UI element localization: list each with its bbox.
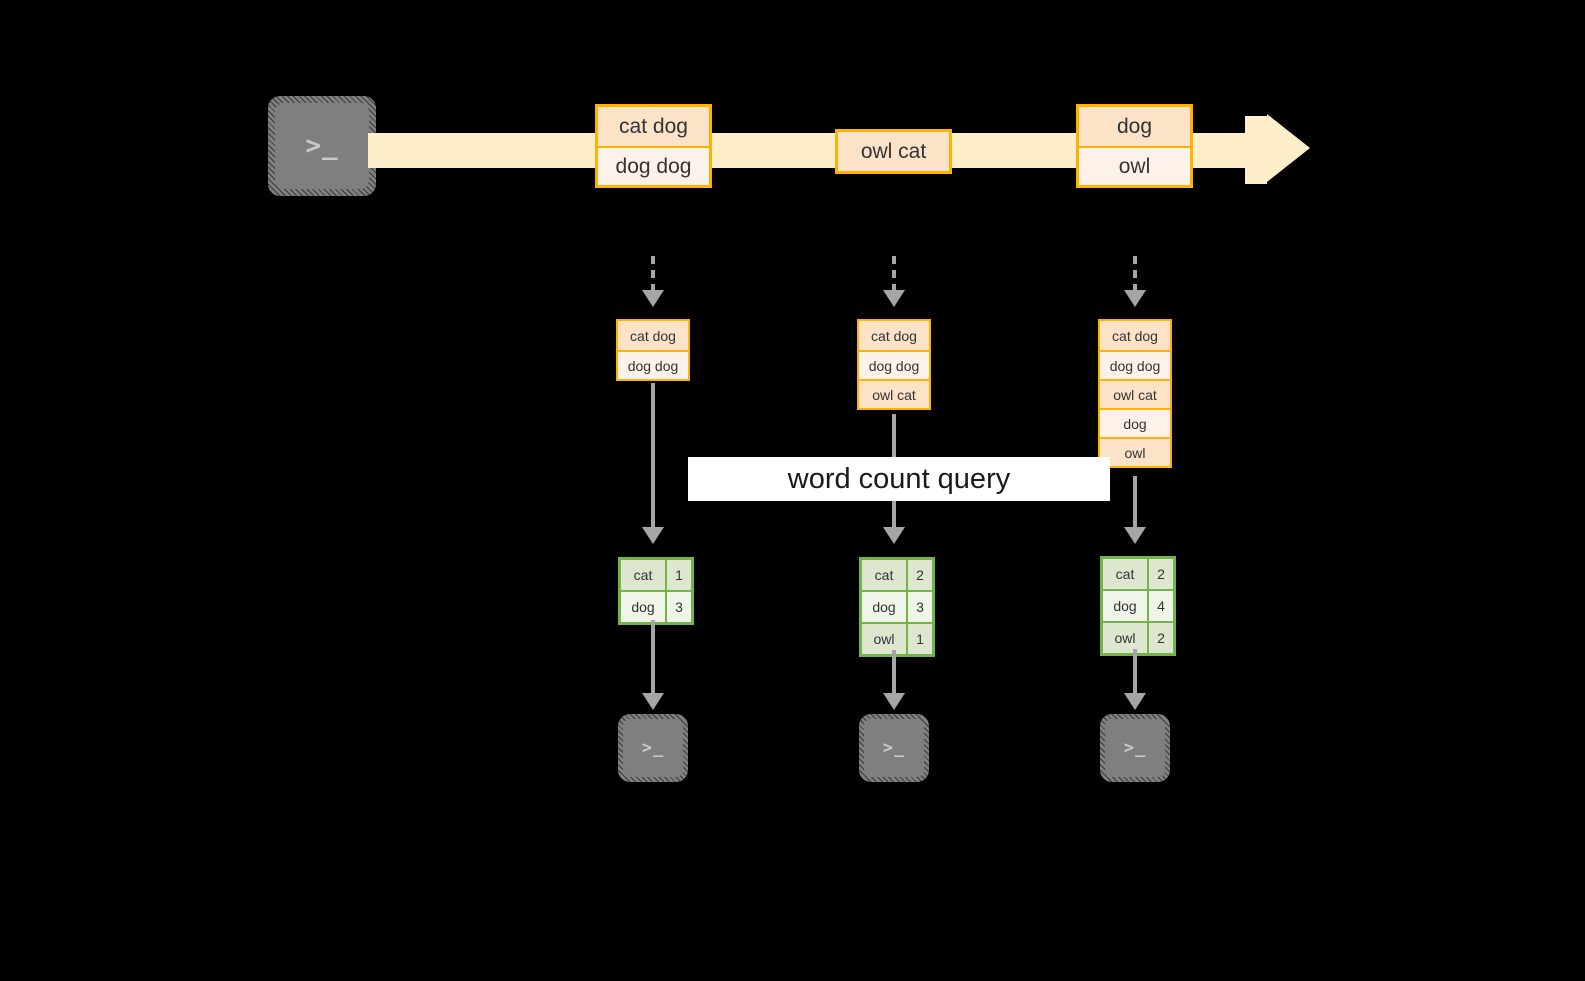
result-count: 2 bbox=[1147, 623, 1173, 653]
sink-terminal-prompt: >_ bbox=[882, 738, 906, 758]
result-word: owl bbox=[1103, 623, 1147, 653]
sink-terminal-icon: >_ bbox=[618, 714, 688, 782]
input-row: dog dog bbox=[859, 350, 929, 379]
result-to-sink-arrowhead bbox=[1124, 693, 1146, 710]
stream-batch-1: cat dog dog dog bbox=[595, 104, 712, 188]
input-row: owl cat bbox=[859, 379, 929, 408]
input-row: owl bbox=[1100, 437, 1170, 466]
source-terminal-screen bbox=[275, 103, 369, 189]
input-table-trigger-1: cat dog dog dog bbox=[616, 319, 690, 381]
stream-record: cat dog bbox=[598, 107, 709, 146]
result-row: owl 1 bbox=[862, 622, 932, 654]
result-row: cat 1 bbox=[621, 560, 691, 590]
input-row: dog bbox=[1100, 408, 1170, 437]
stream-record: owl bbox=[1079, 146, 1190, 185]
stream-to-input-arrowhead bbox=[642, 290, 664, 307]
result-count: 2 bbox=[906, 560, 932, 590]
input-to-result-arrowhead bbox=[642, 527, 664, 544]
sink-terminal-icon: >_ bbox=[1100, 714, 1170, 782]
result-table-trigger-3: cat 2 dog 4 owl 2 bbox=[1100, 556, 1176, 656]
result-word: dog bbox=[862, 592, 906, 622]
result-count: 3 bbox=[665, 592, 691, 622]
result-row: cat 2 bbox=[862, 560, 932, 590]
result-word: cat bbox=[862, 560, 906, 590]
query-label: word count query bbox=[787, 462, 1011, 495]
input-to-result-connector bbox=[1133, 476, 1137, 529]
sink-terminal-screen bbox=[864, 719, 924, 777]
input-row: cat dog bbox=[859, 321, 929, 350]
stream-to-input-connector bbox=[651, 256, 655, 292]
stream-record: dog bbox=[1079, 107, 1190, 146]
event-stream-arrowhead bbox=[1267, 114, 1310, 182]
result-to-sink-connector bbox=[1133, 649, 1137, 695]
input-table-trigger-3: cat dog dog dog owl cat dog owl bbox=[1098, 319, 1172, 468]
sink-terminal-screen bbox=[623, 719, 683, 777]
result-word: dog bbox=[1103, 591, 1147, 621]
result-word: owl bbox=[862, 624, 906, 654]
result-count: 1 bbox=[665, 560, 691, 590]
stream-to-input-arrowhead bbox=[1124, 290, 1146, 307]
result-table-trigger-2: cat 2 dog 3 owl 1 bbox=[859, 557, 935, 657]
stream-to-input-connector bbox=[1133, 256, 1137, 292]
stream-record: owl cat bbox=[838, 132, 949, 171]
result-word: dog bbox=[621, 592, 665, 622]
query-label-band bbox=[688, 457, 1110, 501]
input-to-result-connector bbox=[651, 383, 655, 529]
input-table-trigger-2: cat dog dog dog owl cat bbox=[857, 319, 931, 410]
result-to-sink-connector bbox=[651, 620, 655, 695]
input-row: cat dog bbox=[1100, 321, 1170, 350]
result-to-sink-connector bbox=[892, 650, 896, 695]
result-row: dog 3 bbox=[621, 590, 691, 622]
result-row: owl 2 bbox=[1103, 621, 1173, 653]
input-row: cat dog bbox=[618, 321, 688, 350]
source-terminal-icon: >_ bbox=[268, 96, 376, 196]
stream-batch-2: owl cat bbox=[835, 129, 952, 174]
result-count: 4 bbox=[1147, 591, 1173, 621]
result-count: 2 bbox=[1147, 559, 1173, 589]
sink-terminal-prompt: >_ bbox=[641, 738, 665, 758]
stream-batch-3: dog owl bbox=[1076, 104, 1193, 188]
stream-to-input-connector bbox=[892, 256, 896, 292]
sink-terminal-prompt: >_ bbox=[1123, 738, 1147, 758]
event-stream-arrowhead-base bbox=[1245, 116, 1267, 184]
input-to-result-arrowhead bbox=[883, 527, 905, 544]
result-row: dog 4 bbox=[1103, 589, 1173, 621]
result-to-sink-arrowhead bbox=[883, 693, 905, 710]
result-word: cat bbox=[621, 560, 665, 590]
input-row: dog dog bbox=[1100, 350, 1170, 379]
sink-terminal-icon: >_ bbox=[859, 714, 929, 782]
stream-record: dog dog bbox=[598, 146, 709, 185]
result-row: dog 3 bbox=[862, 590, 932, 622]
result-count: 1 bbox=[906, 624, 932, 654]
source-terminal-prompt: >_ bbox=[305, 131, 339, 161]
sink-terminal-screen bbox=[1105, 719, 1165, 777]
result-to-sink-arrowhead bbox=[642, 693, 664, 710]
input-row: dog dog bbox=[618, 350, 688, 379]
result-word: cat bbox=[1103, 559, 1147, 589]
input-row: owl cat bbox=[1100, 379, 1170, 408]
input-to-result-arrowhead bbox=[1124, 527, 1146, 544]
result-row: cat 2 bbox=[1103, 559, 1173, 589]
result-count: 3 bbox=[906, 592, 932, 622]
stream-to-input-arrowhead bbox=[883, 290, 905, 307]
result-table-trigger-1: cat 1 dog 3 bbox=[618, 557, 694, 625]
